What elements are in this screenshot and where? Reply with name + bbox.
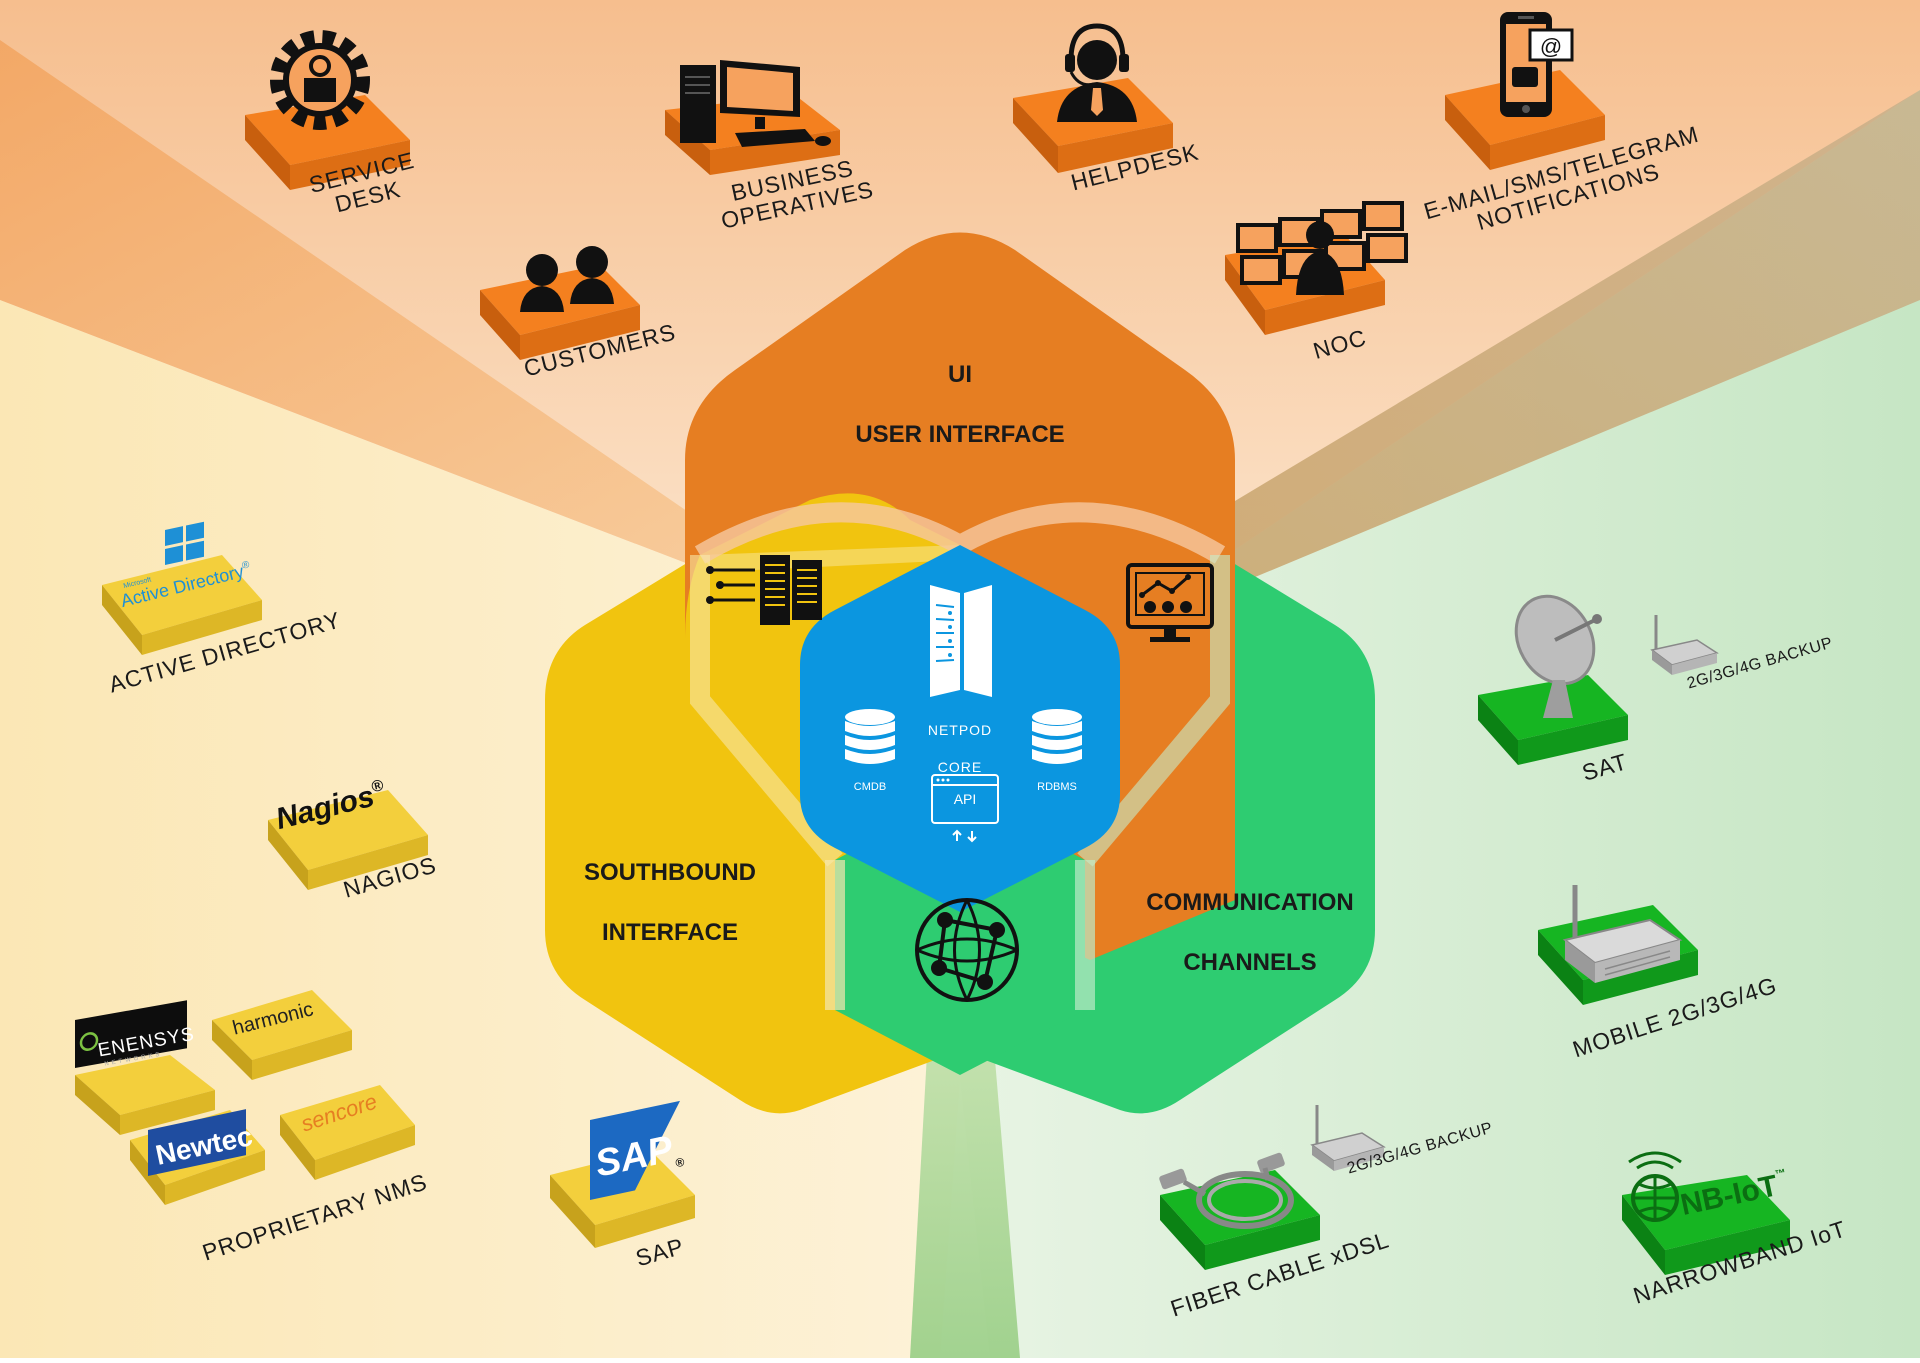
nbiot-trademark: ™	[1773, 1167, 1788, 1182]
southbound-hex-line1: SOUTHBOUND	[584, 859, 756, 886]
ui-hex-line1: UI	[948, 361, 972, 388]
globe-network-icon	[915, 898, 1019, 1002]
core-title: NETPOD CORE	[900, 703, 1020, 794]
svg-text:@: @	[1540, 34, 1562, 59]
tile-active-directory	[102, 555, 262, 655]
comm-hex-line1: COMMUNICATION	[1146, 889, 1354, 916]
rdbms-database-icon	[1032, 709, 1082, 764]
ui-beam-left	[0, 40, 730, 580]
hexagon-group	[545, 232, 1375, 1114]
satellite-dish-icon	[1514, 594, 1602, 718]
tile-service-desk	[245, 95, 410, 190]
windows-logo-icon	[165, 521, 204, 565]
tile-nagios	[268, 790, 428, 890]
southbound-hexagon-label: SOUTHBOUND INTERFACE	[560, 828, 780, 978]
users-icon	[520, 246, 614, 312]
ui-hex-line2: USER INTERFACE	[855, 421, 1065, 448]
fiber-cable-icon	[1159, 1152, 1294, 1229]
active-directory-registered: ®	[240, 559, 251, 572]
comm-hex-line2: CHANNELS	[1183, 949, 1317, 976]
sap-logo-icon	[590, 1100, 680, 1200]
southbound-hex-line2: INTERFACE	[601, 919, 738, 946]
core-title-line2: CORE	[937, 758, 983, 775]
comm-hexagon-label: COMMUNICATION CHANNELS	[1110, 858, 1390, 1008]
monitor-analytics-icon	[1126, 563, 1214, 642]
noc-screens-icon	[1236, 201, 1408, 295]
newtec-logo-box	[148, 1109, 246, 1176]
server-rack-icon	[706, 555, 822, 625]
bottom-beam	[910, 1000, 1020, 1358]
tile-enensys	[75, 1055, 215, 1135]
cmdb-database-icon	[845, 709, 895, 764]
ui-beam-right	[1170, 90, 1920, 600]
nbiot-globe-icon	[1628, 1151, 1682, 1222]
api-window-icon	[931, 774, 999, 843]
api-label: API	[953, 791, 977, 807]
rdbms-label: RDBMS	[1037, 781, 1077, 793]
ui-hexagon-label: UI USER INTERFACE	[810, 330, 1110, 480]
core-server-icon	[930, 585, 992, 697]
cmdb-label: CMDB	[853, 781, 887, 793]
router-icon-fiber	[1310, 1105, 1386, 1171]
computer-icon	[680, 60, 831, 147]
enensys-logo-box	[75, 1000, 187, 1068]
tile-sencore	[280, 1085, 415, 1180]
phone-email-icon: @	[1500, 12, 1574, 117]
router-icon	[1562, 885, 1683, 983]
tile-harmonic	[212, 990, 352, 1080]
southbound-region	[0, 300, 960, 1358]
core-hexagon	[800, 545, 1120, 912]
tile-nbiot	[1622, 1175, 1790, 1275]
gear-person-icon	[270, 30, 370, 130]
core-title-line1: NETPOD	[927, 722, 993, 739]
headset-icon	[1057, 23, 1137, 122]
router-icon-sat	[1650, 615, 1719, 675]
